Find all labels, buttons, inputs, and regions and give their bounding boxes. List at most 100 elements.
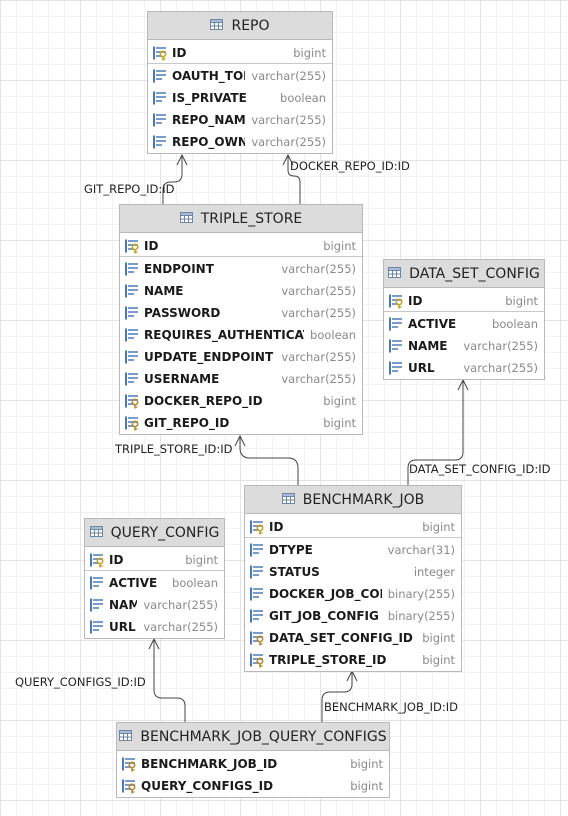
column-icon [124,327,144,343]
column-icon [388,338,408,354]
column-type: bigint [293,45,326,60]
table-repo[interactable]: REPOIDbigintOAUTH_TOKENvarchar(255)IS_PR… [147,11,333,154]
column-name: BENCHMARK_JOB_ID [141,757,278,771]
column-type: binary(255) [387,609,455,623]
arrow-head-icon [234,434,246,447]
primary-key-icon [152,45,172,61]
column-name: TRIPLE_STORE_ID [269,653,387,667]
column-type: varchar(31) [387,543,455,557]
table-benchmark-job-query-configs[interactable]: BENCHMARK_JOB_QUERY_CONFIGS BENCHMARK_JOB… [116,722,390,798]
table-header[interactable]: BENCHMARK_JOB [245,486,461,514]
column-type: varchar(255) [281,284,356,298]
table-icon [210,18,224,34]
column-row[interactable]: OAUTH_TOKENvarchar(255) [148,65,332,87]
table-header[interactable]: DATA_SET_CONFIG [384,260,544,288]
arrow-head-icon [176,153,188,166]
column-row[interactable]: ID bigint [245,516,461,538]
column-row[interactable]: REPO_OWNERvarchar(255) [148,131,332,153]
foreign-key-icon [124,393,144,409]
arrow-head-icon [282,153,294,166]
column-icon [152,112,172,128]
arrow-head-icon [457,378,469,391]
primary-key-icon [388,293,408,309]
column-type: bigint [323,238,356,253]
relation-edge-docker-repo[interactable] [287,155,301,204]
table-name: DATA_SET_CONFIG [409,265,540,282]
table-name: BENCHMARK_JOB_QUERY_CONFIGS [140,728,387,745]
column-name: REPO_OWNER [172,135,246,149]
column-name: REPO_NAME [172,113,246,127]
column-name: NAME [109,598,138,612]
column-type: varchar(255) [143,620,218,634]
column-name: UPDATE_ENDPOINT [144,350,274,364]
column-row[interactable]: UPDATE_ENDPOINT varchar(255) [120,346,362,368]
relation-edge-data-set-config-rel[interactable] [407,380,464,485]
table-icon [179,211,193,227]
column-icon [89,575,109,591]
table-name: QUERY_CONFIG [110,524,220,541]
column-type: bigint [422,519,455,534]
arrow-head-icon [148,637,160,650]
primary-key-icon [249,519,269,535]
column-name: DOCKER_JOB_CONFIG [269,587,382,601]
column-name: IS_PRIVATE [172,91,247,105]
table-header[interactable]: QUERY_CONFIG [85,519,224,547]
relation-label: DATA_SET_CONFIG_ID:ID [409,462,551,476]
column-type: varchar(255) [143,598,218,612]
relation-edge-benchmark-job-rel[interactable] [321,671,353,722]
relation-edge-query-configs-rel[interactable] [153,639,186,722]
column-type: bigint [185,552,218,567]
column-row[interactable]: REQUIRES_AUTHENTICATIONboolean [120,324,362,346]
column-name: USERNAME [144,372,220,386]
column-row[interactable]: TRIPLE_STORE_ID bigint [245,649,461,671]
column-icon [124,283,144,299]
table-header[interactable]: REPO [148,12,332,40]
table-icon [119,729,133,745]
column-name: ID [269,519,284,534]
table-name: REPO [231,17,270,34]
column-type: bigint [505,293,538,308]
relation-edge-git-repo[interactable] [162,155,183,204]
column-name: DATA_SET_CONFIG_ID [269,631,413,645]
column-icon [249,564,269,580]
column-name: REQUIRES_AUTHENTICATION [144,328,304,342]
foreign-key-icon [121,778,141,794]
column-type: bigint [422,653,455,667]
table-header[interactable]: BENCHMARK_JOB_QUERY_CONFIGS [117,723,389,751]
relation-edge-triple-store-rel[interactable] [239,436,299,485]
table-header[interactable]: TRIPLE_STORE [120,205,362,233]
column-type: varchar(255) [281,350,356,364]
column-row[interactable]: NAME varchar(255) [85,594,224,616]
column-type: varchar(255) [281,262,356,276]
column-icon [152,68,172,84]
